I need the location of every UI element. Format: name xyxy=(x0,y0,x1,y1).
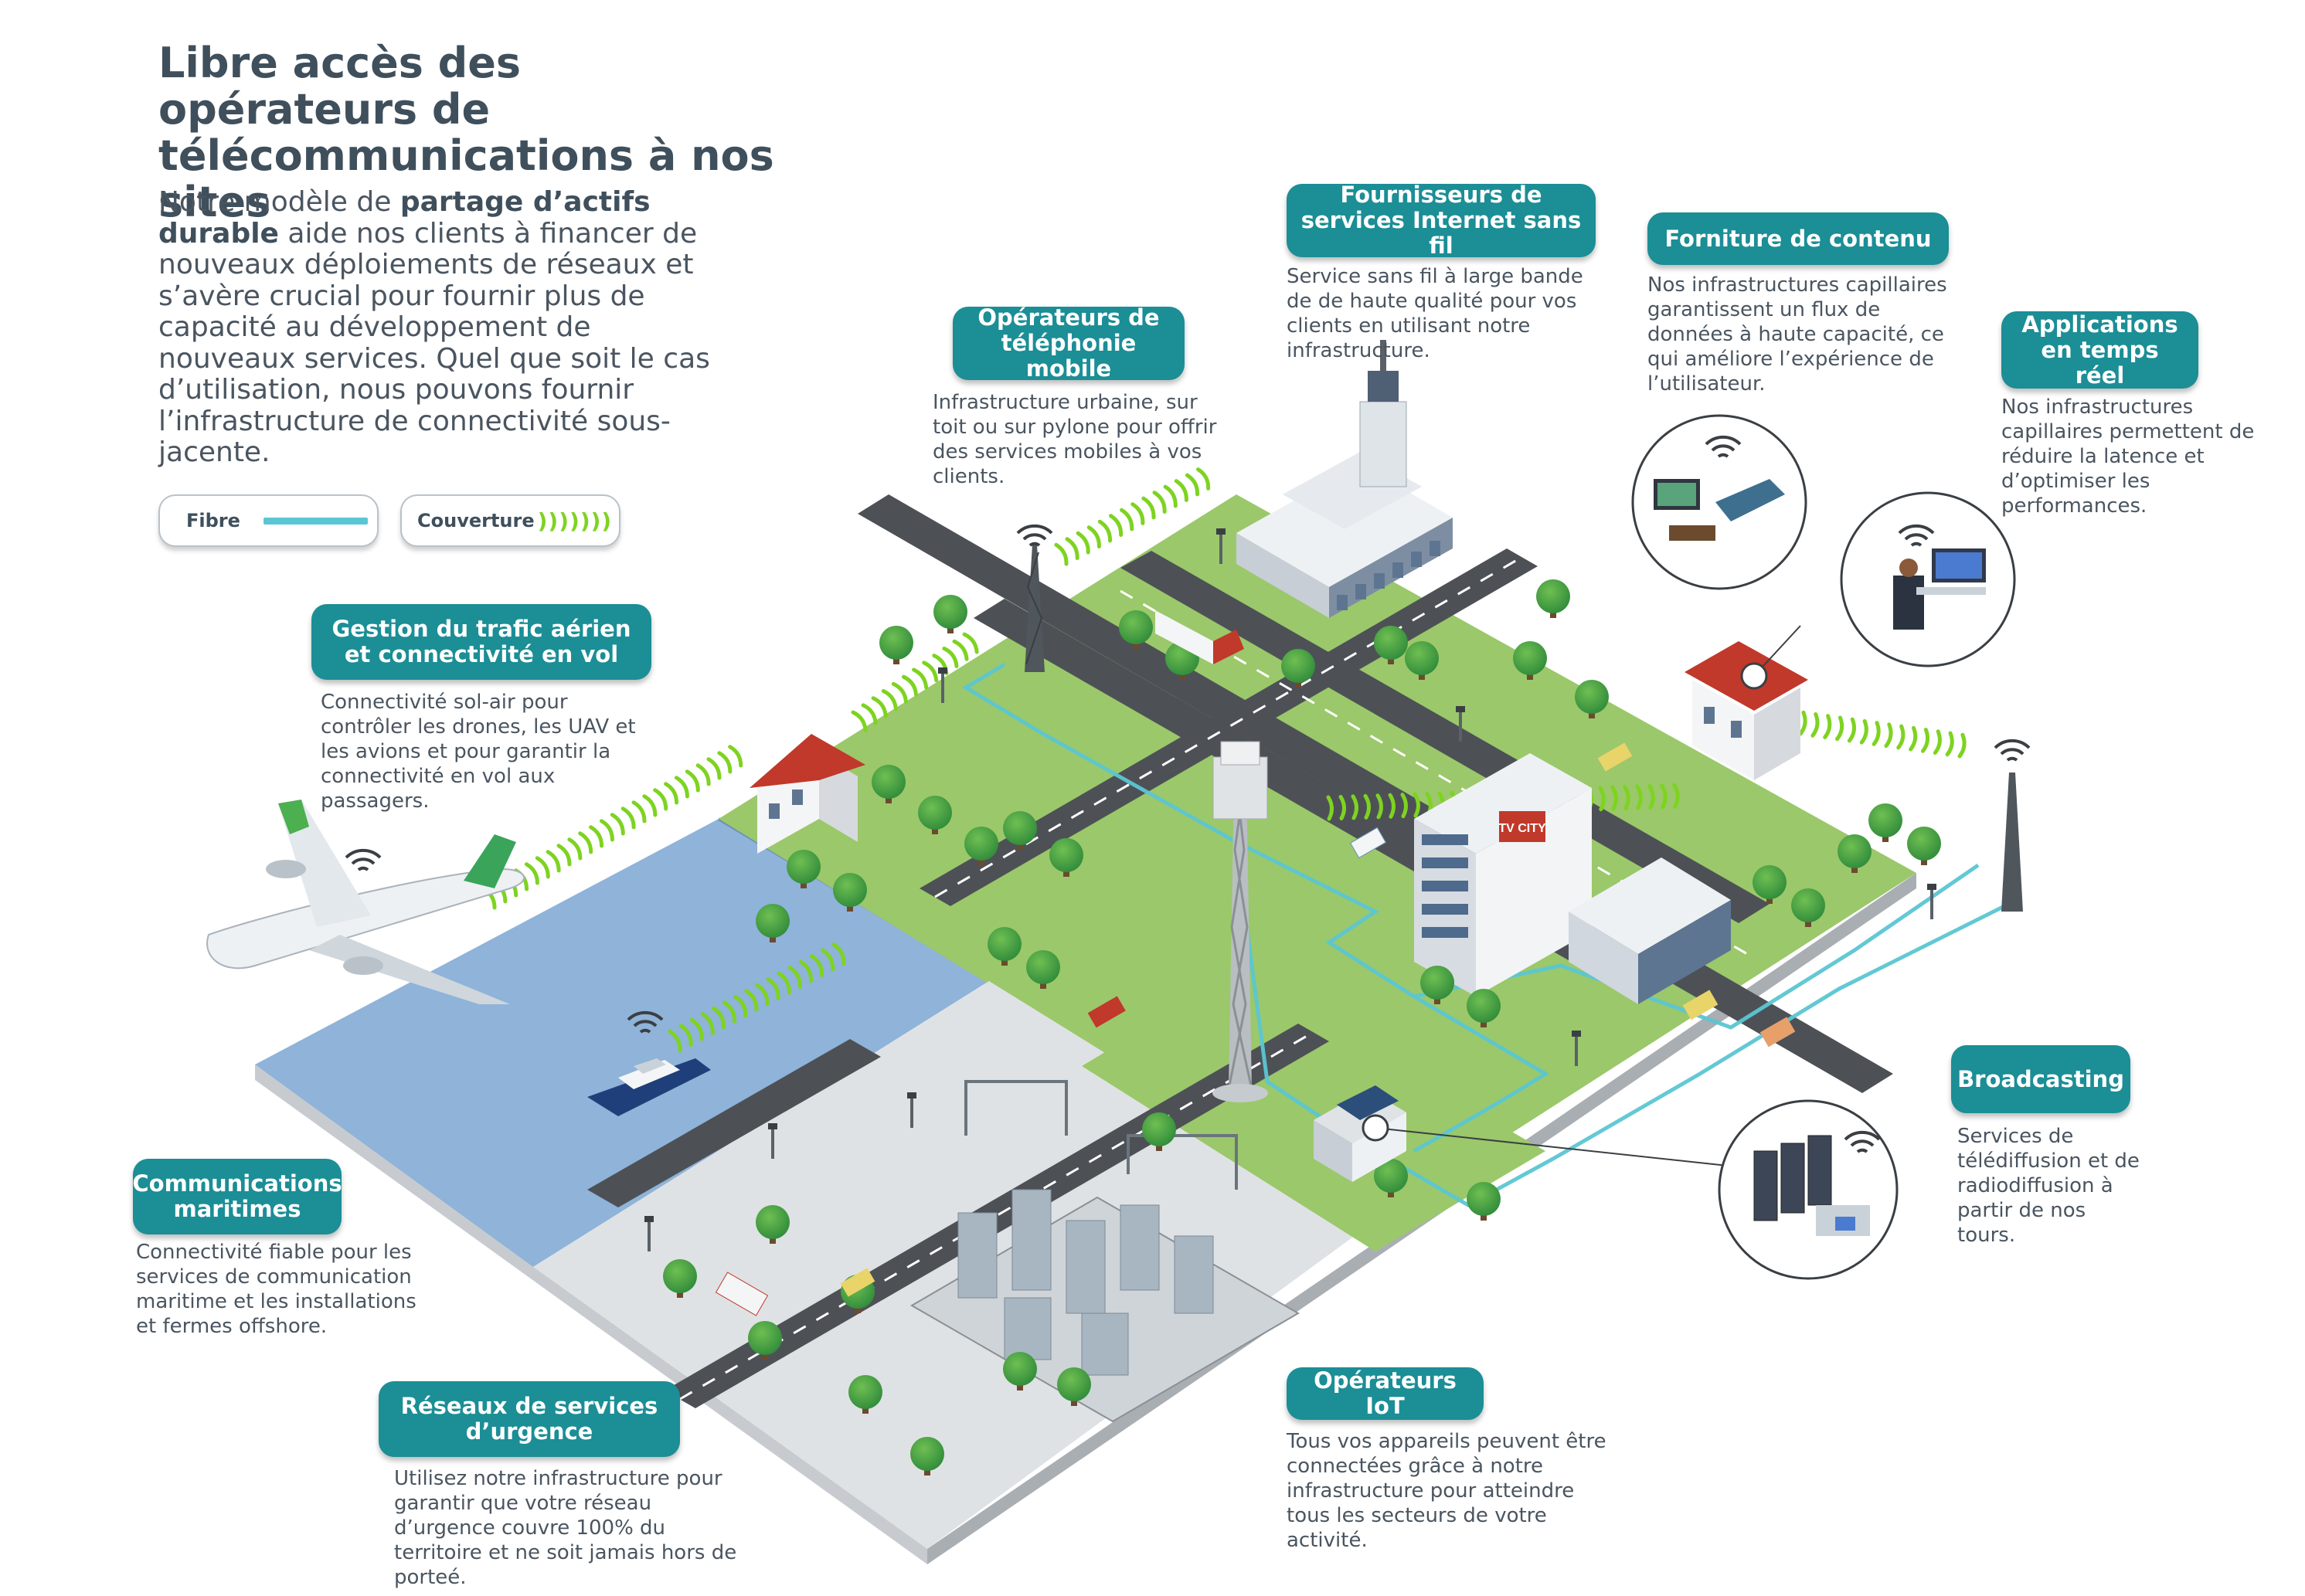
callout-wireless-text: Service sans fil à large bande de de hau… xyxy=(1287,265,1583,362)
tv-building: TV CITY xyxy=(1414,753,1731,1004)
callout-broadcasting-title: Broadcasting xyxy=(1951,1045,2130,1113)
callout-iot-title: Opérateurs IoT xyxy=(1287,1367,1484,1420)
intro-highlight: partage d’actifs durable xyxy=(158,186,651,250)
coverage-waves-icon: ))))))) xyxy=(537,508,613,534)
callout-content-text: Nos infrastructures capillaires garantis… xyxy=(1647,273,1947,396)
boat xyxy=(587,1058,711,1116)
callout-air-traffic-title: Gestion du trafic aérien et connectivité… xyxy=(311,604,651,680)
inset-gamer xyxy=(1840,491,2016,667)
iot-building xyxy=(1314,1085,1406,1182)
callout-emergency-text: Utilisez notre infrastructure pour garan… xyxy=(394,1467,737,1589)
callout-iot-text: Tous vos appareils peuvent être connecté… xyxy=(1287,1430,1606,1552)
page-title: Libre accès des opérateurs de télécommun… xyxy=(158,39,774,226)
legend-fibre-label: Fibre xyxy=(186,510,240,531)
airplane-wifi-icon xyxy=(345,848,382,871)
legend-coverage-label: Couverture xyxy=(417,510,535,531)
inset-servers xyxy=(1718,1099,1899,1280)
house-marker xyxy=(1740,662,1768,690)
callout-realtime-title: Applications en temps réel xyxy=(2001,311,2198,389)
legend-coverage: Couverture ))))))) xyxy=(400,494,620,547)
legend-fibre: Fibre xyxy=(158,494,379,547)
callout-wireless-title: Fournisseurs de services Internet sans f… xyxy=(1287,182,1596,259)
callout-broadcasting-text: Services de télédiffusion et de radiodif… xyxy=(1957,1125,2140,1247)
grass-upper xyxy=(719,494,1916,1221)
callout-emergency-title: Réseaux de services d’urgence xyxy=(379,1381,680,1457)
tv-city-sign: TV CITY xyxy=(1498,822,1546,835)
tower-right xyxy=(1994,739,2031,912)
water-area xyxy=(255,819,989,1267)
inset-living-room xyxy=(1631,414,1807,590)
iot-marker xyxy=(1362,1114,1389,1142)
central-tower xyxy=(1212,741,1268,1102)
fibre-line-swatch xyxy=(263,517,368,525)
house-left xyxy=(750,734,865,854)
callout-mobile-text: Infrastructure urbaine, sur toit ou sur … xyxy=(933,391,1217,488)
intro-paragraph: Notre modèle de partage d’actifs durable… xyxy=(158,186,715,469)
callout-content-title: Forniture de contenu xyxy=(1647,212,1949,265)
callout-realtime-text: Nos infrastructures capillaires permette… xyxy=(2001,396,2255,518)
office-building-top xyxy=(1236,340,1453,618)
platform-left-side xyxy=(255,1065,927,1564)
intro-text-end: aide nos clients à financer de nouveaux … xyxy=(158,217,710,468)
intro-text-start: Notre modèle de xyxy=(158,186,400,218)
airplane xyxy=(206,800,525,1004)
callout-mobile-title: Opérateurs de téléphonie mobile xyxy=(953,305,1185,382)
vehicles xyxy=(715,610,1796,1316)
callout-air-traffic-text: Connectivité sol-air pour contrôler les … xyxy=(321,691,636,813)
callout-maritime-title: Communications maritimes xyxy=(132,1159,342,1234)
power-substation xyxy=(910,1080,1300,1423)
tower-left xyxy=(1016,524,1053,672)
callout-maritime-text: Connectivité fiable pour les services de… xyxy=(136,1241,416,1338)
